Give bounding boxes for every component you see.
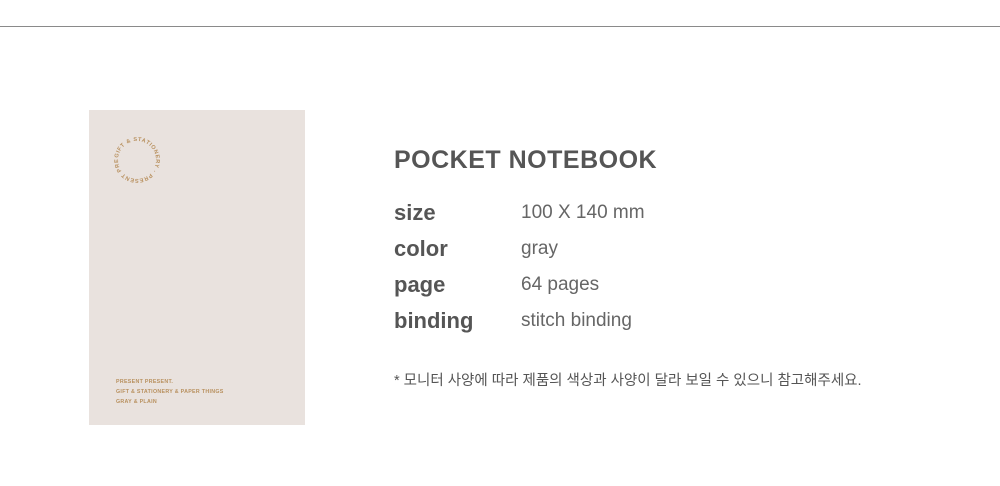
spec-value: stitch binding — [521, 310, 632, 331]
spec-value: 64 pages — [521, 274, 600, 295]
notebook-image: GIFT & STATIONERY · PRESENT PRESENT · PR… — [89, 110, 305, 425]
spec-value: 100 X 140 mm — [521, 202, 645, 223]
cover-text: PRESENT PRESENT. GIFT & STATIONERY & PAP… — [116, 377, 224, 407]
cover-line: GRAY & PLAIN — [116, 399, 157, 405]
circular-logo: GIFT & STATIONERY · PRESENT PRESENT · — [111, 134, 160, 183]
color-disclaimer: * 모니터 사양에 따라 제품의 색상과 사양이 달라 보일 수 있으니 참고해… — [394, 373, 862, 389]
svg-text:GIFT & STATIONERY · PRESENT PR: GIFT & STATIONERY · PRESENT PRESENT · — [111, 134, 160, 183]
product-title: POCKET NOTEBOOK — [394, 146, 658, 174]
spec-value: gray — [521, 238, 558, 259]
cover-line: PRESENT PRESENT. — [116, 379, 174, 385]
spec-key: color — [394, 236, 448, 261]
spec-key: page — [394, 272, 446, 297]
spec-key: size — [394, 200, 436, 225]
top-divider — [0, 26, 1000, 27]
spec-key: binding — [394, 308, 474, 333]
cover-line: GIFT & STATIONERY & PAPER THINGS — [116, 389, 224, 395]
